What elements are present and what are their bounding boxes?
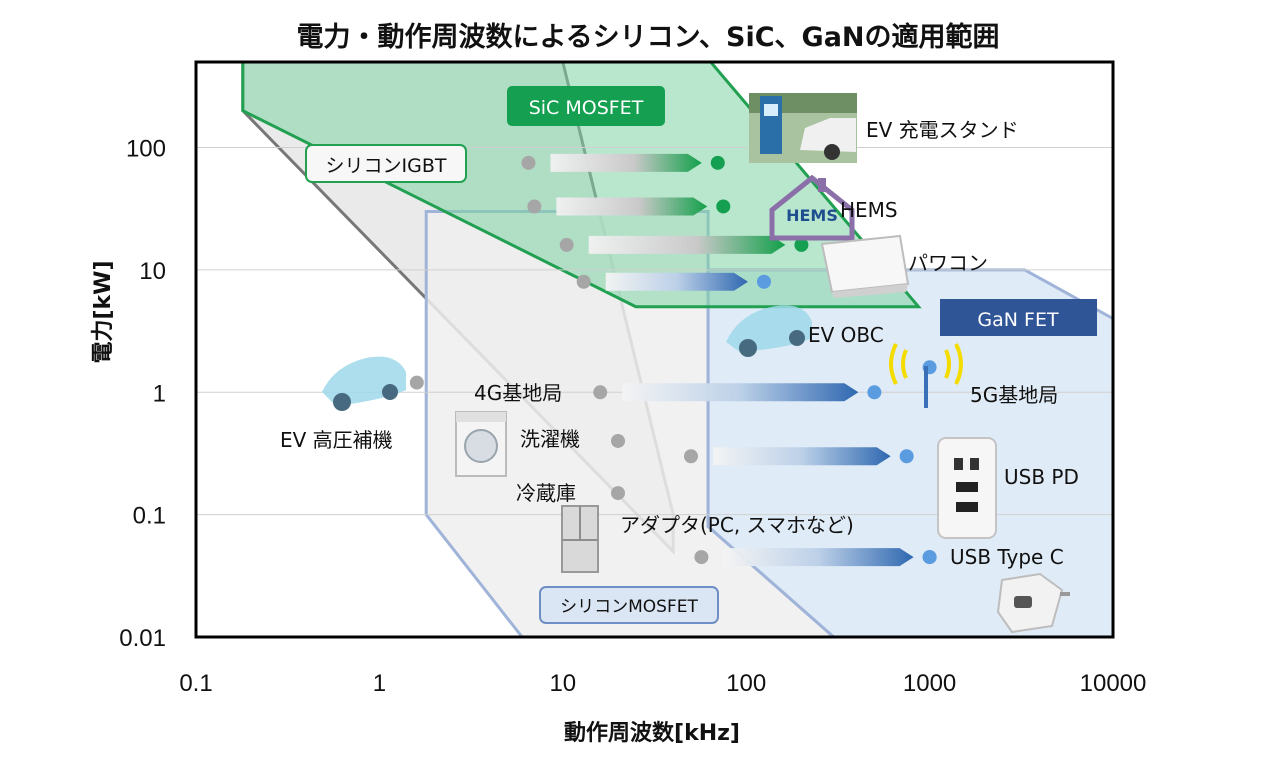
x-tick-label-0: 0.1 — [179, 670, 212, 697]
start-point-0 — [521, 155, 536, 170]
y-tick-label-4: 0.01 — [119, 625, 166, 652]
start-point-1 — [527, 199, 542, 214]
label-washer: 洗濯機 — [520, 427, 580, 451]
usb-type-c-adapter-icon — [996, 572, 1070, 634]
chart-title: 電力・動作周波数によるシリコン、SiC、GaNの適用範囲 — [296, 21, 999, 53]
end-point-0 — [710, 155, 725, 170]
end-point-5 — [867, 385, 882, 400]
arrow-9 — [712, 447, 891, 466]
usb-pd-outlet-icon — [937, 437, 997, 539]
arrow-5 — [622, 383, 859, 402]
refrigerator-icon — [561, 505, 599, 573]
ev-charging-station-icon — [749, 93, 857, 163]
y-tick-label-0: 100 — [126, 136, 166, 163]
y-tick-label-1: 10 — [139, 258, 166, 285]
arrow-10 — [723, 548, 914, 567]
tag-sic-mosfet: SiC MOSFET — [507, 86, 665, 126]
label-usb-pd: USB PD — [1004, 465, 1079, 489]
y-tick-label-2: 1 — [153, 380, 166, 407]
end-point-2 — [794, 237, 809, 252]
y-axis-title: 電力[kW] — [91, 260, 116, 363]
plot-border — [194, 60, 1115, 639]
arrow-0 — [550, 153, 702, 172]
ev-obc-car-icon — [726, 305, 812, 357]
label-fridge: 冷蔵庫 — [516, 481, 576, 505]
tag-gan-fet-label: GaN FET — [977, 309, 1059, 331]
point-7 — [611, 433, 626, 448]
start-point-10 — [694, 550, 709, 565]
label-5g: 5G基地局 — [970, 383, 1058, 407]
points-layer — [409, 155, 937, 565]
start-point-9 — [683, 449, 698, 464]
x-tick-label-2: 10 — [549, 670, 576, 697]
start-point-2 — [559, 237, 574, 252]
ev-aux-car-icon — [322, 356, 406, 411]
x-tick-label-5: 10000 — [1080, 670, 1147, 697]
washing-machine-icon — [455, 411, 507, 477]
tag-silicon-mosfet: シリコンMOSFET — [539, 586, 719, 624]
end-point-3 — [756, 274, 771, 289]
arrow-3 — [605, 272, 748, 291]
tag-gan-fet: GaN FET — [940, 299, 1097, 336]
label-usb-type-c: USB Type C — [950, 545, 1064, 569]
antenna-5g-icon — [889, 343, 963, 408]
tag-sic-mosfet-label: SiC MOSFET — [529, 97, 644, 119]
label-ev-charging: EV 充電スタンド — [866, 118, 1019, 142]
y-axis-ticks: 100 10 1 0.1 0.01 — [119, 136, 166, 652]
tag-silicon-igbt: シリコンIGBT — [305, 144, 467, 183]
x-axis-ticks: 0.1 1 10 100 1000 10000 — [179, 670, 1146, 697]
x-tick-label-4: 1000 — [903, 670, 956, 697]
hems-house-icon: HEMS — [769, 174, 855, 241]
point-8 — [611, 486, 626, 501]
x-tick-label-1: 1 — [373, 670, 386, 697]
x-tick-label-3: 100 — [726, 670, 766, 697]
y-tick-label-3: 0.1 — [133, 503, 166, 530]
svg-text:HEMS: HEMS — [786, 206, 838, 225]
tag-silicon-mosfet-label: シリコンMOSFET — [560, 597, 698, 617]
end-point-9 — [899, 449, 914, 464]
label-ev-aux: EV 高圧補機 — [280, 428, 393, 452]
start-point-3 — [576, 274, 591, 289]
end-point-1 — [716, 199, 731, 214]
arrow-2 — [588, 235, 786, 254]
power-conditioner-icon — [820, 234, 910, 298]
tag-silicon-igbt-label: シリコンIGBT — [326, 155, 447, 177]
point-4 — [409, 375, 424, 390]
label-hems: HEMS — [840, 198, 898, 222]
label-power-conditioner: パワコン — [908, 251, 988, 275]
start-point-5 — [593, 385, 608, 400]
arrow-1 — [556, 197, 708, 216]
x-axis-title: 動作周波数[kHz] — [564, 720, 740, 746]
application-labels: EV 充電スタンド HEMS パワコン EV OBC EV 高圧補機 4G基地局… — [280, 118, 1079, 569]
label-adapter: アダプタ(PC, スマホなど) — [620, 513, 854, 537]
point-11 — [922, 550, 937, 565]
label-4g: 4G基地局 — [474, 381, 562, 405]
arrows-layer — [550, 153, 914, 567]
label-ev-obc: EV OBC — [808, 323, 884, 347]
